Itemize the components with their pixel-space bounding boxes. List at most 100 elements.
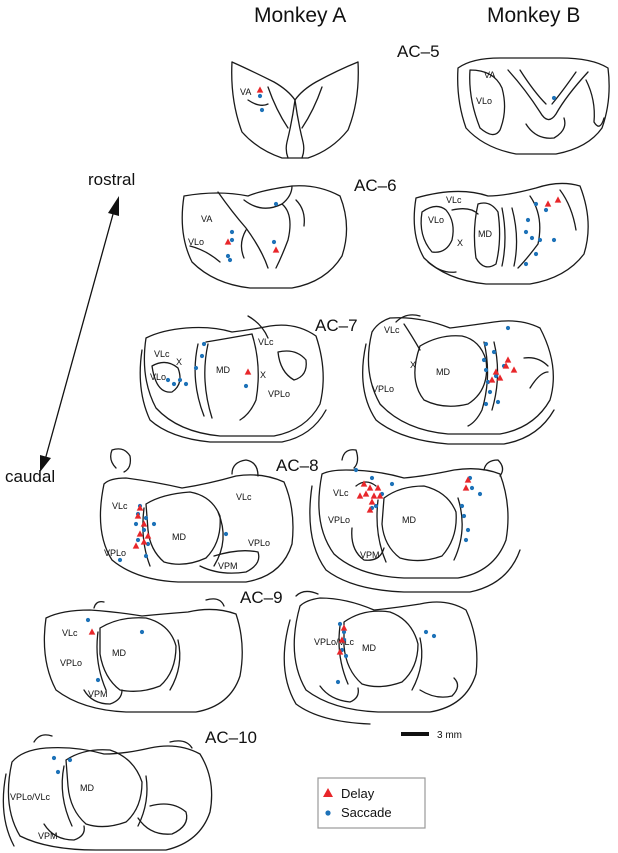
region-label: VPLo (372, 384, 394, 394)
delay-site-marker (88, 628, 96, 635)
region-label: MD (172, 532, 186, 542)
saccade-site-marker (229, 237, 235, 243)
delay-site-marker (464, 476, 472, 483)
delay-site-marker (510, 366, 518, 373)
region-label: VA (201, 214, 212, 224)
delay-site-marker (134, 512, 142, 519)
delay-site-marker (336, 648, 344, 655)
section-ac8-monkey-a: VLc MD VPLo VLc VPLo VPM (99, 448, 294, 583)
region-label: VLc (112, 501, 128, 511)
delay-site-marker (136, 504, 144, 511)
saccade-site-marker (229, 229, 235, 235)
scale-bar: 3 mm (401, 730, 462, 741)
saccade-site-marker (525, 217, 531, 223)
saccade-site-marker (491, 349, 497, 355)
region-label: X (176, 357, 182, 367)
saccade-site-marker (225, 253, 231, 259)
region-label: VLo (476, 96, 492, 106)
region-label: VLc (62, 628, 78, 638)
region-label: MD (362, 643, 376, 653)
saccade-site-marker (201, 341, 207, 347)
region-label: VLc (384, 325, 400, 335)
region-label: VPLo/VLc (10, 792, 51, 802)
delay-site-marker (554, 196, 562, 203)
region-label: MD (80, 783, 94, 793)
delay-site-marker (256, 86, 264, 93)
saccade-site-marker (523, 229, 529, 235)
saccade-site-marker (135, 537, 141, 543)
axis-label-caudal: caudal (5, 467, 55, 486)
region-label: VA (240, 87, 251, 97)
delay-site-marker (366, 484, 374, 491)
saccade-site-marker (465, 527, 471, 533)
section-ac7-monkey-b: VLc X MD VPLo (362, 314, 555, 445)
saccade-site-marker (477, 491, 483, 497)
saccade-site-marker (139, 629, 145, 635)
region-label: VPLo (248, 538, 270, 548)
saccade-site-marker (389, 481, 395, 487)
legend-box (317, 777, 426, 829)
saccade-site-marker (227, 257, 233, 263)
saccade-site-marker (469, 485, 475, 491)
saccade-site-marker (459, 503, 465, 509)
section-ac5-monkey-a: VA (231, 61, 359, 159)
saccade-site-marker (551, 95, 557, 101)
region-label: X (457, 238, 463, 248)
saccade-site-marker (483, 367, 489, 373)
saccade-site-marker (523, 261, 529, 267)
region-label: VLo (188, 237, 204, 247)
saccade-site-marker (551, 237, 557, 243)
delay-site-marker (360, 480, 368, 487)
section-ac9-monkey-b: VPLo/VLc MD (283, 590, 478, 725)
delay-site-marker (340, 624, 348, 631)
delay-site-marker (368, 498, 376, 505)
region-label: VPLo (104, 548, 126, 558)
section-ac10-monkey-a: MD VPLo/VLc VPM (2, 734, 213, 851)
saccade-site-marker (487, 389, 493, 395)
rostro-caudal-axis: rostral caudal (5, 170, 135, 486)
saccade-site-marker (177, 377, 183, 383)
saccade-site-marker (271, 239, 277, 245)
region-label: VLc (333, 488, 349, 498)
region-label: MD (478, 229, 492, 239)
saccade-site-marker (133, 521, 139, 527)
delay-site-marker (338, 636, 346, 643)
saccade-site-marker (141, 527, 147, 533)
saccade-site-marker (67, 757, 73, 763)
delay-site-marker (502, 362, 510, 369)
region-label: VLc (446, 195, 462, 205)
delay-site-marker (492, 368, 500, 375)
saccade-site-marker (337, 621, 343, 627)
saccade-site-marker (243, 383, 249, 389)
saccade-site-marker (145, 541, 151, 547)
delay-site-marker (144, 532, 152, 539)
saccade-site-marker (143, 553, 149, 559)
region-label: VLc (236, 492, 252, 502)
saccade-site-marker (143, 515, 149, 521)
saccade-site-marker (463, 537, 469, 543)
circle-icon (325, 810, 331, 816)
level-label-ac8: AC–8 (276, 456, 319, 475)
delay-site-marker (132, 542, 140, 549)
region-label: VLc (154, 349, 170, 359)
saccade-site-marker (273, 201, 279, 207)
region-label: MD (402, 515, 416, 525)
saccade-site-marker (343, 653, 349, 659)
delay-site-marker (370, 492, 378, 499)
level-label-ac6: AC–6 (354, 176, 397, 195)
scale-bar-label: 3 mm (437, 730, 462, 741)
saccade-site-marker (543, 207, 549, 213)
saccade-site-marker (431, 633, 437, 639)
saccade-site-marker (171, 381, 177, 387)
saccade-site-marker (483, 341, 489, 347)
delay-site-marker (374, 484, 382, 491)
region-label: VPLo (60, 658, 82, 668)
region-label: MD (112, 648, 126, 658)
region-label: VPM (360, 550, 380, 560)
saccade-site-marker (341, 629, 347, 635)
saccade-site-marker (183, 381, 189, 387)
arrow-down-icon (40, 455, 51, 472)
saccade-site-marker (95, 677, 101, 683)
delay-site-marker (462, 484, 470, 491)
region-label: MD (436, 367, 450, 377)
